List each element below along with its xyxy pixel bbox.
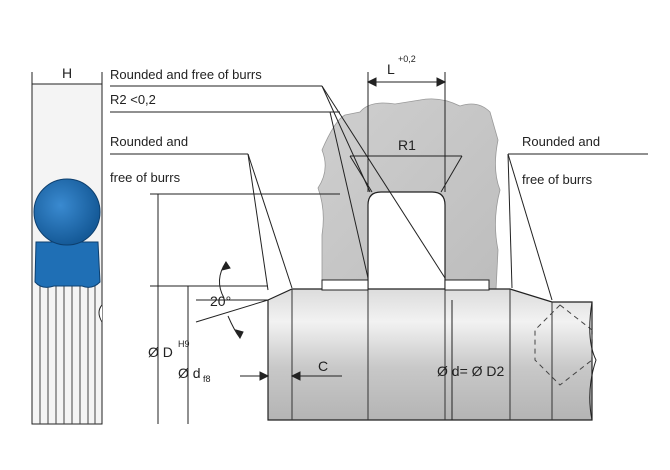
top-callout-leaders <box>110 85 446 279</box>
dia-d-tol: H9 <box>178 339 190 349</box>
callout-free-of-burrs-right: free of burrs <box>522 172 593 187</box>
callout-r2: R2 <0,2 <box>110 92 156 107</box>
angle-label: 20° <box>210 293 231 309</box>
l-label: L <box>387 61 395 77</box>
callout-free-of-burrs-left: free of burrs <box>110 170 181 185</box>
l-tol: +0,2 <box>398 54 416 64</box>
shaft <box>267 279 597 421</box>
seal-o-ring <box>33 178 101 246</box>
diameter-dimension-lines <box>150 193 340 424</box>
chamfer-angle-marks <box>195 261 269 340</box>
callout-rounded-and-right: Rounded and <box>522 134 600 149</box>
left-callout-leaders <box>110 111 369 291</box>
seal-cross-section: H <box>31 65 103 425</box>
right-callout-leaders <box>507 153 648 301</box>
dia-d-eq-label: Ø d= Ø D2 <box>437 363 505 379</box>
callout-rounded-free-burrs-top: Rounded and free of burrs <box>110 67 262 82</box>
seal-base-ring <box>34 241 101 288</box>
r1-marker <box>349 155 463 193</box>
r1-label: R1 <box>398 137 416 153</box>
c-label: C <box>318 358 328 374</box>
callout-rounded-and-left: Rounded and <box>110 134 188 149</box>
dia-d-label: Ø D <box>148 344 173 360</box>
h-label: H <box>62 65 72 81</box>
dia-df-label: Ø d <box>178 365 201 381</box>
seal-ribs <box>39 280 96 424</box>
groove-cutout <box>367 191 446 291</box>
l-dimension <box>366 72 447 192</box>
c-dimension <box>240 371 342 381</box>
seal-notch <box>98 304 103 323</box>
dia-df-sub: f8 <box>203 374 211 384</box>
